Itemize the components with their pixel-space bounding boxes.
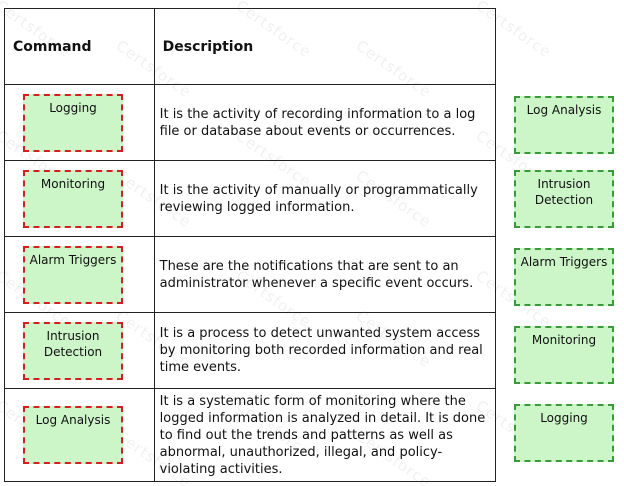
description-column-header: Description [153,8,497,85]
matching-table: Command Description Logging It is the ac… [4,8,497,482]
choice-logging[interactable]: Logging [514,404,614,462]
drop-slot-intrusion-detection[interactable]: Intrusion Detection [23,321,123,380]
command-cell: Alarm Triggers [4,236,155,313]
command-column-header: Command [4,8,155,85]
choice-monitoring[interactable]: Monitoring [514,326,614,384]
description-text: It is a process to detect unwanted syste… [159,326,483,375]
description-cell: It is the activity of manually or progra… [153,160,497,237]
table-row: Alarm Triggers These are the notificatio… [4,236,497,313]
description-cell: It is a systematic form of monitoring wh… [153,388,497,482]
table-row: Log Analysis It is a systematic form of … [4,388,497,482]
drop-slot-log-analysis[interactable]: Log Analysis [23,406,123,464]
drop-slot-alarm-triggers[interactable]: Alarm Triggers [23,245,123,304]
table-row: Logging It is the activity of recording … [4,84,497,161]
drop-slot-monitoring[interactable]: Monitoring [23,169,123,228]
command-cell: Logging [4,84,155,161]
description-text: It is the activity of manually or progra… [159,182,478,215]
description-cell: It is the activity of recording informat… [153,84,497,161]
description-cell: These are the notifications that are sen… [153,236,497,313]
description-text: It is a systematic form of monitoring wh… [159,393,486,477]
drop-slot-logging[interactable]: Logging [23,93,123,152]
description-cell: It is a process to detect unwanted syste… [153,312,497,389]
table-header-row: Command Description [4,8,497,85]
choice-alarm-triggers[interactable]: Alarm Triggers [514,248,614,306]
command-cell: Log Analysis [4,388,155,482]
choice-log-analysis[interactable]: Log Analysis [514,96,614,154]
table-row: Intrusion Detection It is a process to d… [4,312,497,389]
table-row: Monitoring It is the activity of manuall… [4,160,497,237]
description-text: It is the activity of recording informat… [159,106,476,139]
command-cell: Monitoring [4,160,155,237]
choice-intrusion-detection[interactable]: Intrusion Detection [514,170,614,228]
command-cell: Intrusion Detection [4,312,155,389]
description-text: These are the notifications that are sen… [159,258,474,291]
